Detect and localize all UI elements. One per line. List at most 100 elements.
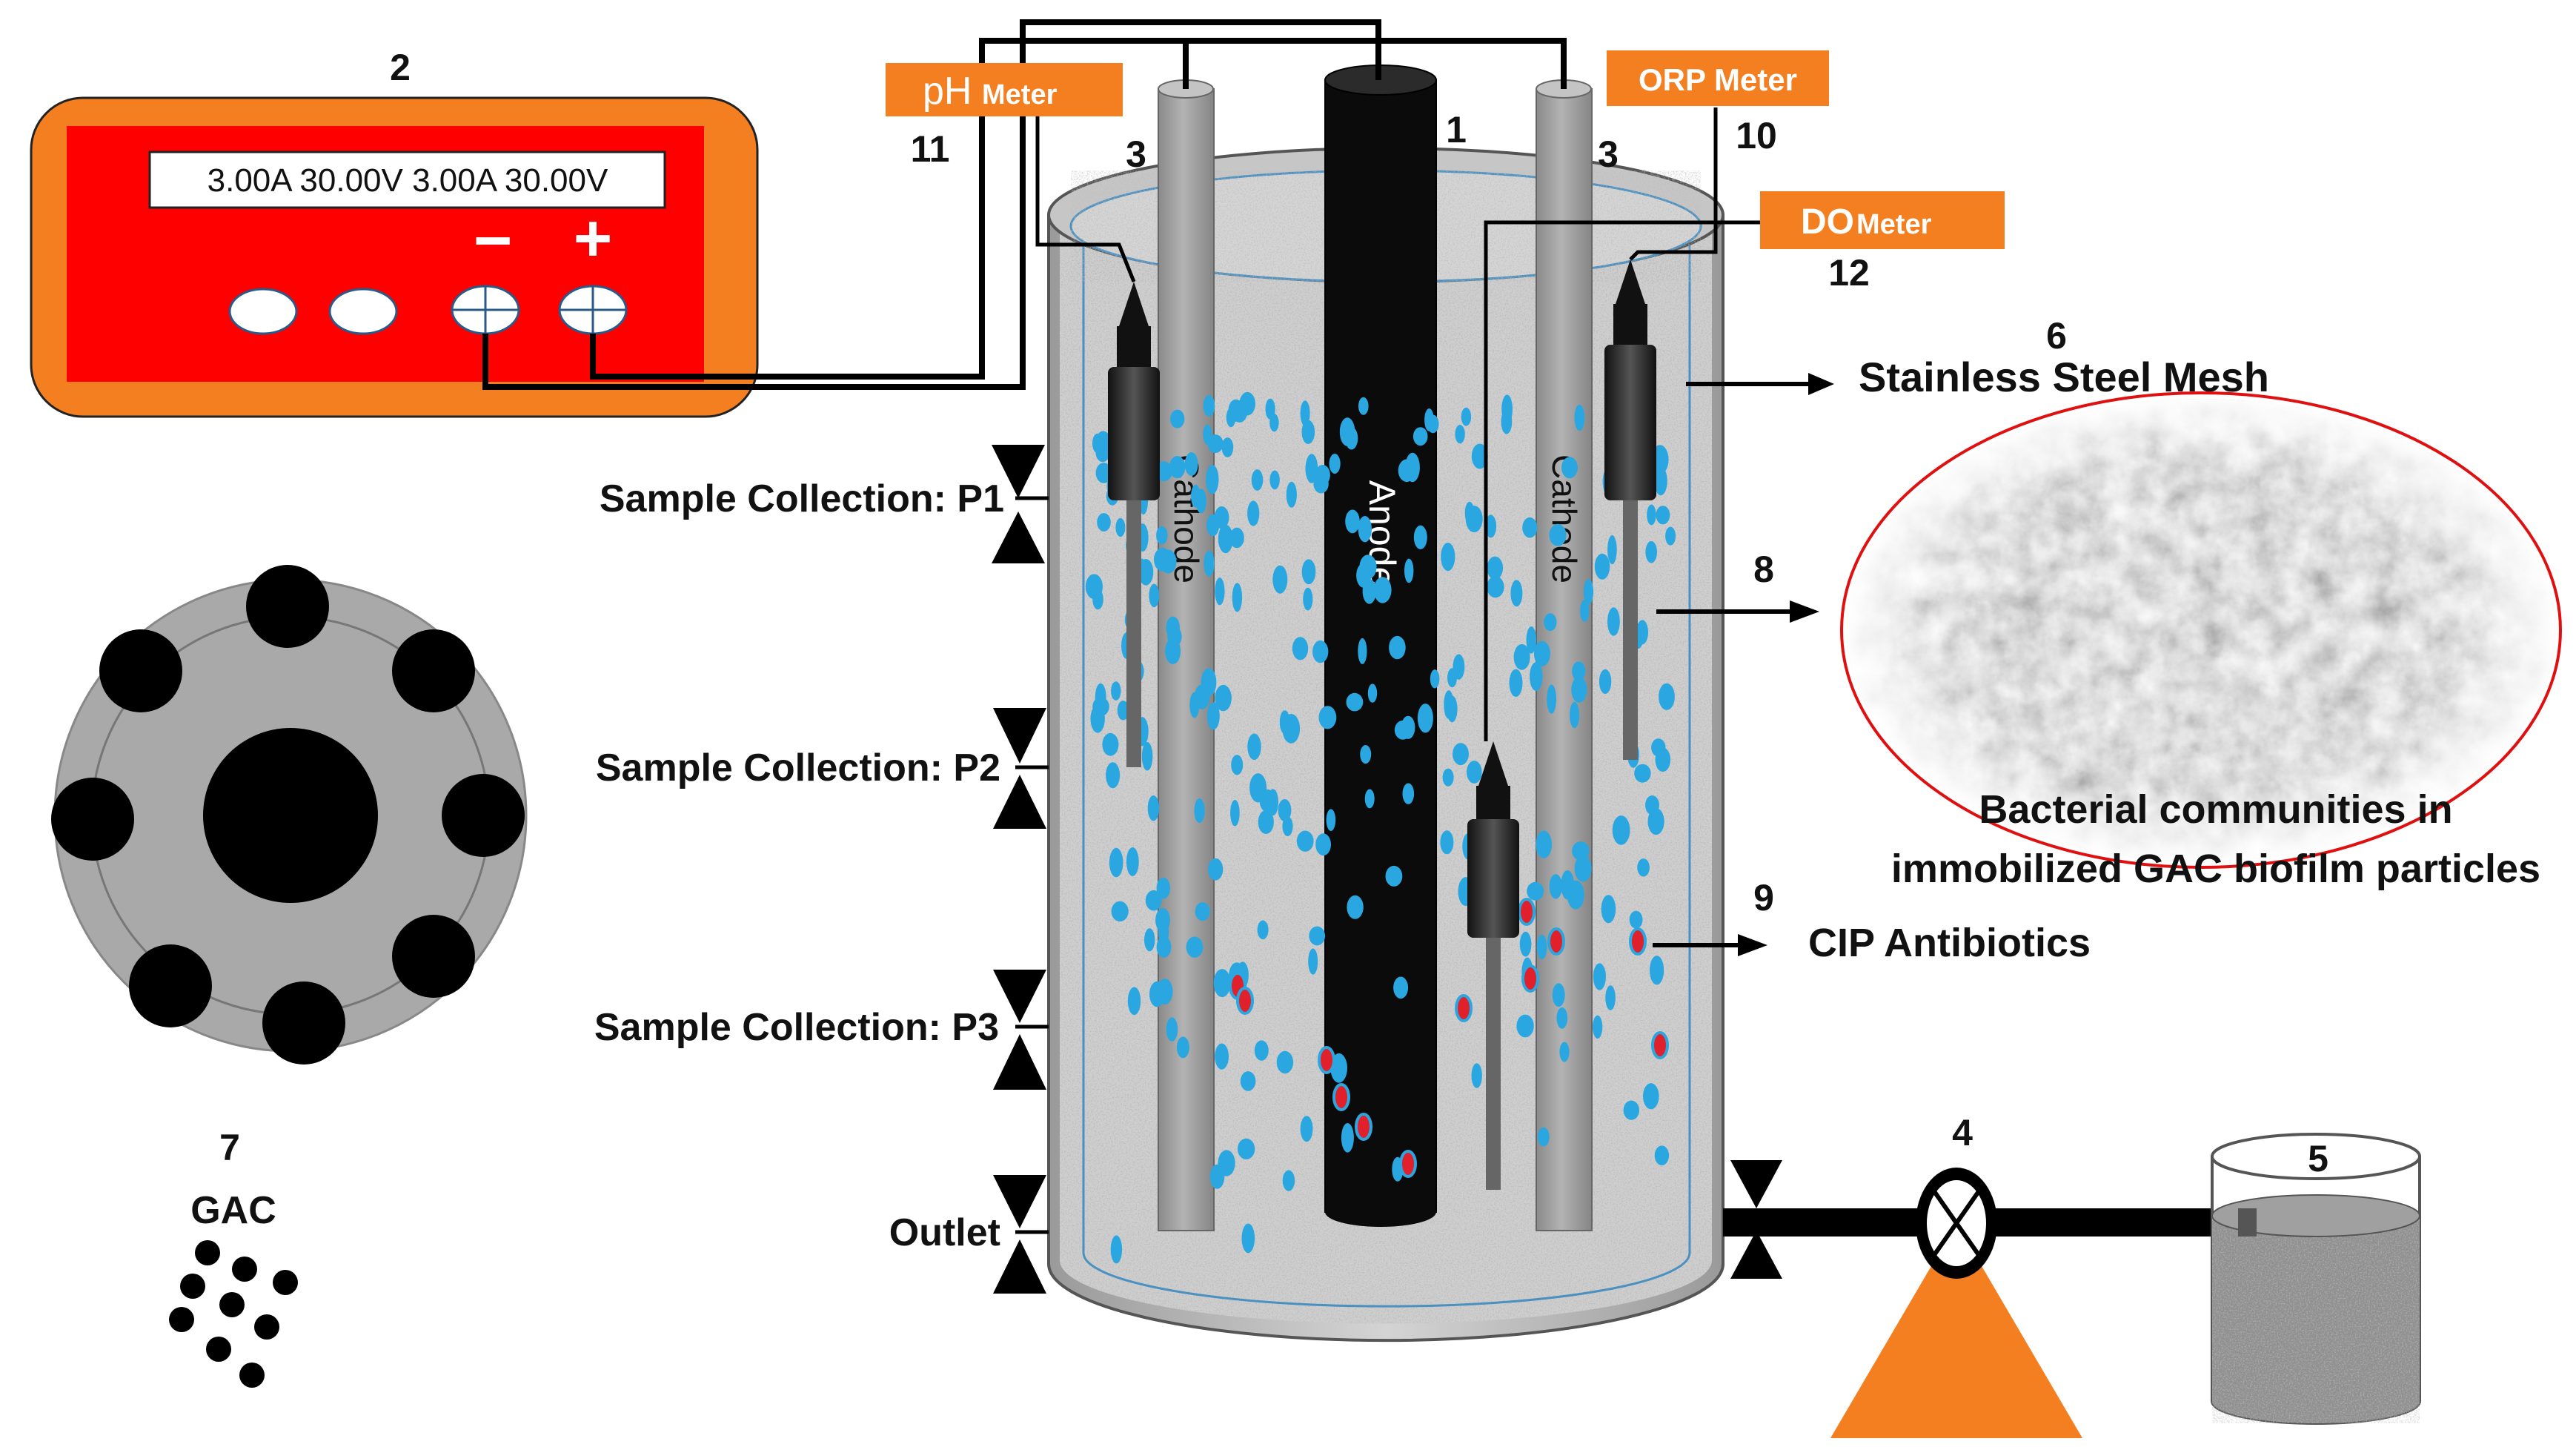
reactor-cross-section (51, 565, 528, 1065)
bubble (1272, 565, 1288, 594)
bubble (1413, 525, 1427, 550)
bubble (1487, 576, 1504, 598)
ph-meter-name: pH (923, 70, 972, 113)
bubble (1485, 514, 1497, 538)
sample-p3-label: Sample Collection: P3 (594, 1006, 999, 1049)
bubble (1156, 877, 1171, 899)
reactor: 3 Cathode 3 Cathode 1 Anode (1047, 64, 1724, 1343)
bubble (1213, 969, 1231, 998)
bubble (1636, 620, 1649, 645)
knob-1 (228, 288, 298, 335)
bubble (1471, 1063, 1482, 1088)
bubble (1447, 695, 1458, 723)
cip-bubble (1547, 927, 1565, 956)
bubble (1650, 956, 1664, 985)
bubble (1572, 661, 1586, 681)
bubble (1440, 830, 1454, 855)
bubble (1465, 506, 1483, 533)
bubble (1230, 799, 1240, 827)
bubble (1572, 841, 1590, 861)
bubble (1312, 640, 1329, 663)
cip-bubble (1518, 898, 1536, 926)
bubble (1282, 1170, 1295, 1191)
valve-p2[interactable] (993, 708, 1049, 829)
do-probe (1467, 741, 1519, 1190)
bubble (1442, 768, 1454, 787)
biofilm-sem-image (1840, 391, 2562, 869)
wires (482, 19, 1764, 741)
bubble (1516, 1014, 1534, 1038)
stainless-steel-mesh (1082, 237, 1691, 1308)
bubble (1552, 983, 1565, 1007)
bubble (1110, 1235, 1123, 1264)
cathode-right-label: Cathode (1545, 454, 1584, 583)
bubble (1430, 669, 1440, 689)
valve-p3[interactable] (993, 970, 1049, 1090)
bubble (1393, 976, 1409, 999)
bubble (1258, 810, 1274, 834)
orp-meter: ORP Meter 10 (1607, 50, 1829, 156)
bubble (1208, 858, 1224, 881)
bubble (1092, 589, 1103, 610)
bubble (1373, 577, 1392, 603)
bubble (1315, 833, 1331, 856)
bubble (1191, 484, 1201, 508)
bubble (1510, 580, 1523, 607)
inlet-valve[interactable] (1730, 1160, 1782, 1279)
bubble (1453, 743, 1469, 766)
gac-number: 7 (219, 1127, 240, 1168)
bubble (1102, 732, 1119, 756)
bubble (1318, 706, 1337, 729)
bubble (1155, 908, 1170, 933)
do-meter: DO Meter 12 (1760, 191, 2005, 294)
bubble (1347, 895, 1364, 919)
pump-number: 4 (1952, 1112, 1973, 1153)
bubble (1278, 799, 1292, 821)
bubble (1141, 742, 1153, 771)
do-meter-number: 12 (1828, 252, 1870, 294)
minus-sign: − (474, 204, 513, 278)
cip-bubble (1236, 987, 1254, 1015)
bubble (1145, 890, 1162, 911)
bubble (1300, 400, 1310, 427)
bubble (1165, 638, 1181, 664)
bubble (1186, 936, 1204, 958)
do-meter-suffix: Meter (1856, 209, 1932, 240)
bubble (1301, 420, 1315, 444)
bubble (1580, 600, 1590, 622)
bubble (1358, 516, 1372, 543)
bubble (1647, 504, 1656, 526)
bubble (1341, 1123, 1354, 1153)
bubble (1389, 635, 1406, 660)
biofilm-caption-line2: immobilized GAC biofilm particles (1891, 847, 2540, 891)
bubble (1109, 847, 1123, 878)
bubble (1305, 454, 1318, 483)
orp-probe (1604, 259, 1656, 760)
valve-outlet[interactable] (993, 1175, 1049, 1294)
bubble (1326, 809, 1336, 831)
bubble (1360, 745, 1372, 764)
bubble (1574, 404, 1585, 431)
power-supply: 2 3.00A 30.00V 3.00A 30.00V − + (30, 47, 759, 418)
cip-bubble (1521, 964, 1539, 993)
cip-bubble (1455, 994, 1473, 1022)
bubble (1229, 527, 1244, 549)
bubble (1215, 1043, 1229, 1070)
wire-orp-meter (1629, 107, 1718, 261)
bubble (1214, 506, 1229, 529)
valve-p1[interactable] (992, 445, 1049, 563)
gac-particles: 7 GAC (169, 1127, 298, 1388)
bubble (1097, 513, 1111, 532)
do-meter-name: DO (1801, 202, 1854, 242)
bubble (1279, 710, 1290, 735)
feed-line: 4 5 (1723, 1112, 2421, 1438)
wire-cathode-left (590, 38, 1189, 380)
ph-probe (1108, 282, 1160, 767)
bubble (1455, 425, 1465, 444)
bubble (1126, 847, 1139, 876)
biofilm-caption-line1: Bacterial communities in (1979, 787, 2452, 832)
pump[interactable] (1916, 1168, 1997, 1279)
callout-cip: 9 CIP Antibiotics (1653, 877, 2091, 965)
bubble (1296, 830, 1314, 852)
mesh-number: 6 (2046, 315, 2067, 357)
